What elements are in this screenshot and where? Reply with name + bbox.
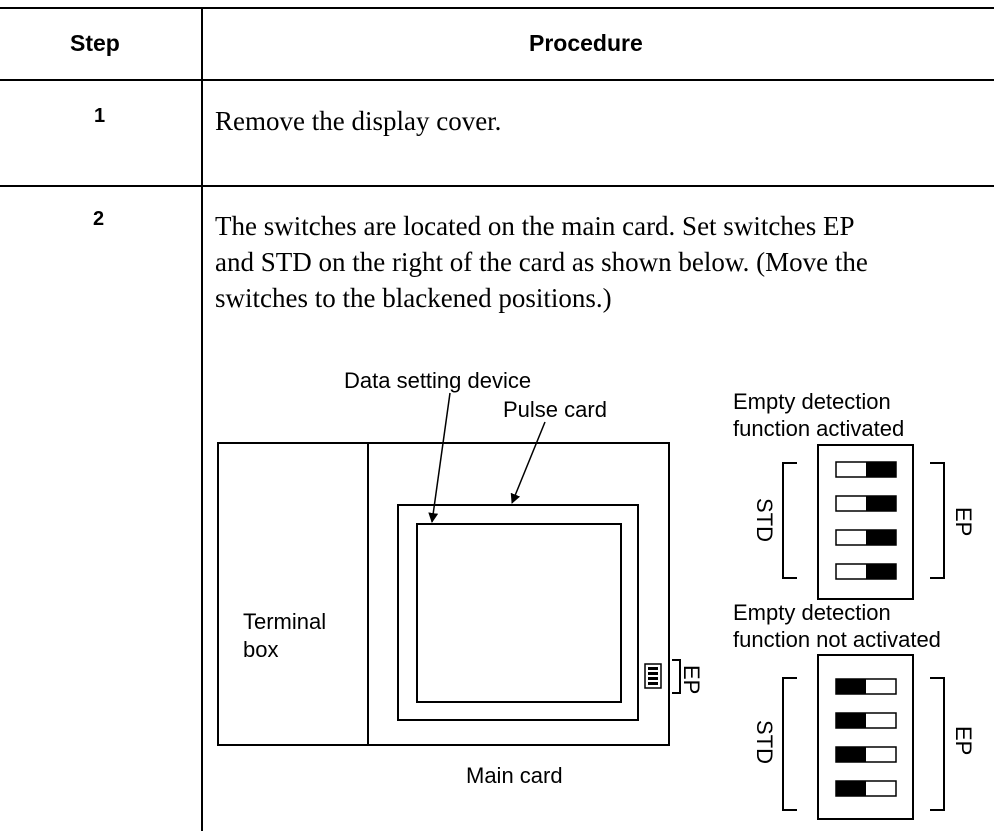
activated-switch-block xyxy=(817,444,914,600)
small-ep-switch xyxy=(644,663,662,689)
activated-ep-label: EP xyxy=(951,507,976,536)
not-activated-std-label: STD xyxy=(752,720,777,764)
terminal-box-label-line-1: Terminal xyxy=(243,609,326,634)
data-setting-device-label: Data setting device xyxy=(344,368,531,393)
activated-switch-4 xyxy=(835,563,897,580)
header-step: Step xyxy=(70,30,120,56)
small-ep-switch-slot-2 xyxy=(648,672,658,675)
procedure-text-1: Remove the display cover. xyxy=(215,106,502,136)
device-outline xyxy=(217,442,670,746)
not-activated-switch-4 xyxy=(835,780,897,797)
header-bottom-rule xyxy=(0,79,994,81)
not-activated-switch-block xyxy=(817,654,914,820)
small-ep-bracket xyxy=(672,659,681,694)
not-activated-heading-line-1: Empty detection xyxy=(733,600,891,625)
step-number-1: 1 xyxy=(94,105,106,127)
small-ep-switch-slot-3 xyxy=(648,677,658,680)
not-activated-ep-bracket xyxy=(930,677,945,811)
main-card-label: Main card xyxy=(466,763,563,788)
activated-switch-2 xyxy=(835,495,897,512)
not-activated-ep-label: EP xyxy=(951,726,976,755)
pulse-card-arrow xyxy=(510,421,546,504)
not-activated-switch-2 xyxy=(835,712,897,729)
activated-std-bracket xyxy=(782,462,797,579)
not-activated-switch-1 xyxy=(835,678,897,695)
activated-heading-line-1: Empty detection xyxy=(733,389,891,414)
activated-ep-bracket xyxy=(930,462,945,579)
not-activated-switch-3 xyxy=(835,746,897,763)
activated-switch-1 xyxy=(835,461,897,478)
not-activated-std-bracket xyxy=(782,677,797,811)
small-ep-switch-slot-4 xyxy=(648,682,658,685)
activated-switch-3 xyxy=(835,529,897,546)
procedure-text-2-line-3: switches to the blackened positions.) xyxy=(215,283,612,313)
activated-std-label: STD xyxy=(752,498,777,542)
row-1-bottom-rule xyxy=(0,185,994,187)
procedure-text-2-line-2: and STD on the right of the card as show… xyxy=(215,247,868,277)
small-ep-label: EP xyxy=(679,665,704,694)
column-divider xyxy=(201,7,203,831)
step-number-2: 2 xyxy=(93,208,105,230)
procedure-text-2-line-1: The switches are located on the main car… xyxy=(215,211,855,241)
small-ep-switch-slot-1 xyxy=(648,667,658,670)
activated-heading-line-2: function activated xyxy=(733,416,904,441)
data-setting-device-arrow xyxy=(428,392,451,523)
data-setting-device-outline xyxy=(416,523,622,703)
pulse-card-outline xyxy=(397,504,639,721)
pulse-card-label: Pulse card xyxy=(503,397,607,422)
table-top-rule xyxy=(0,7,994,9)
not-activated-heading-line-2: function not activated xyxy=(733,627,941,652)
terminal-box-label-line-2: box xyxy=(243,637,278,662)
header-procedure: Procedure xyxy=(529,30,643,56)
